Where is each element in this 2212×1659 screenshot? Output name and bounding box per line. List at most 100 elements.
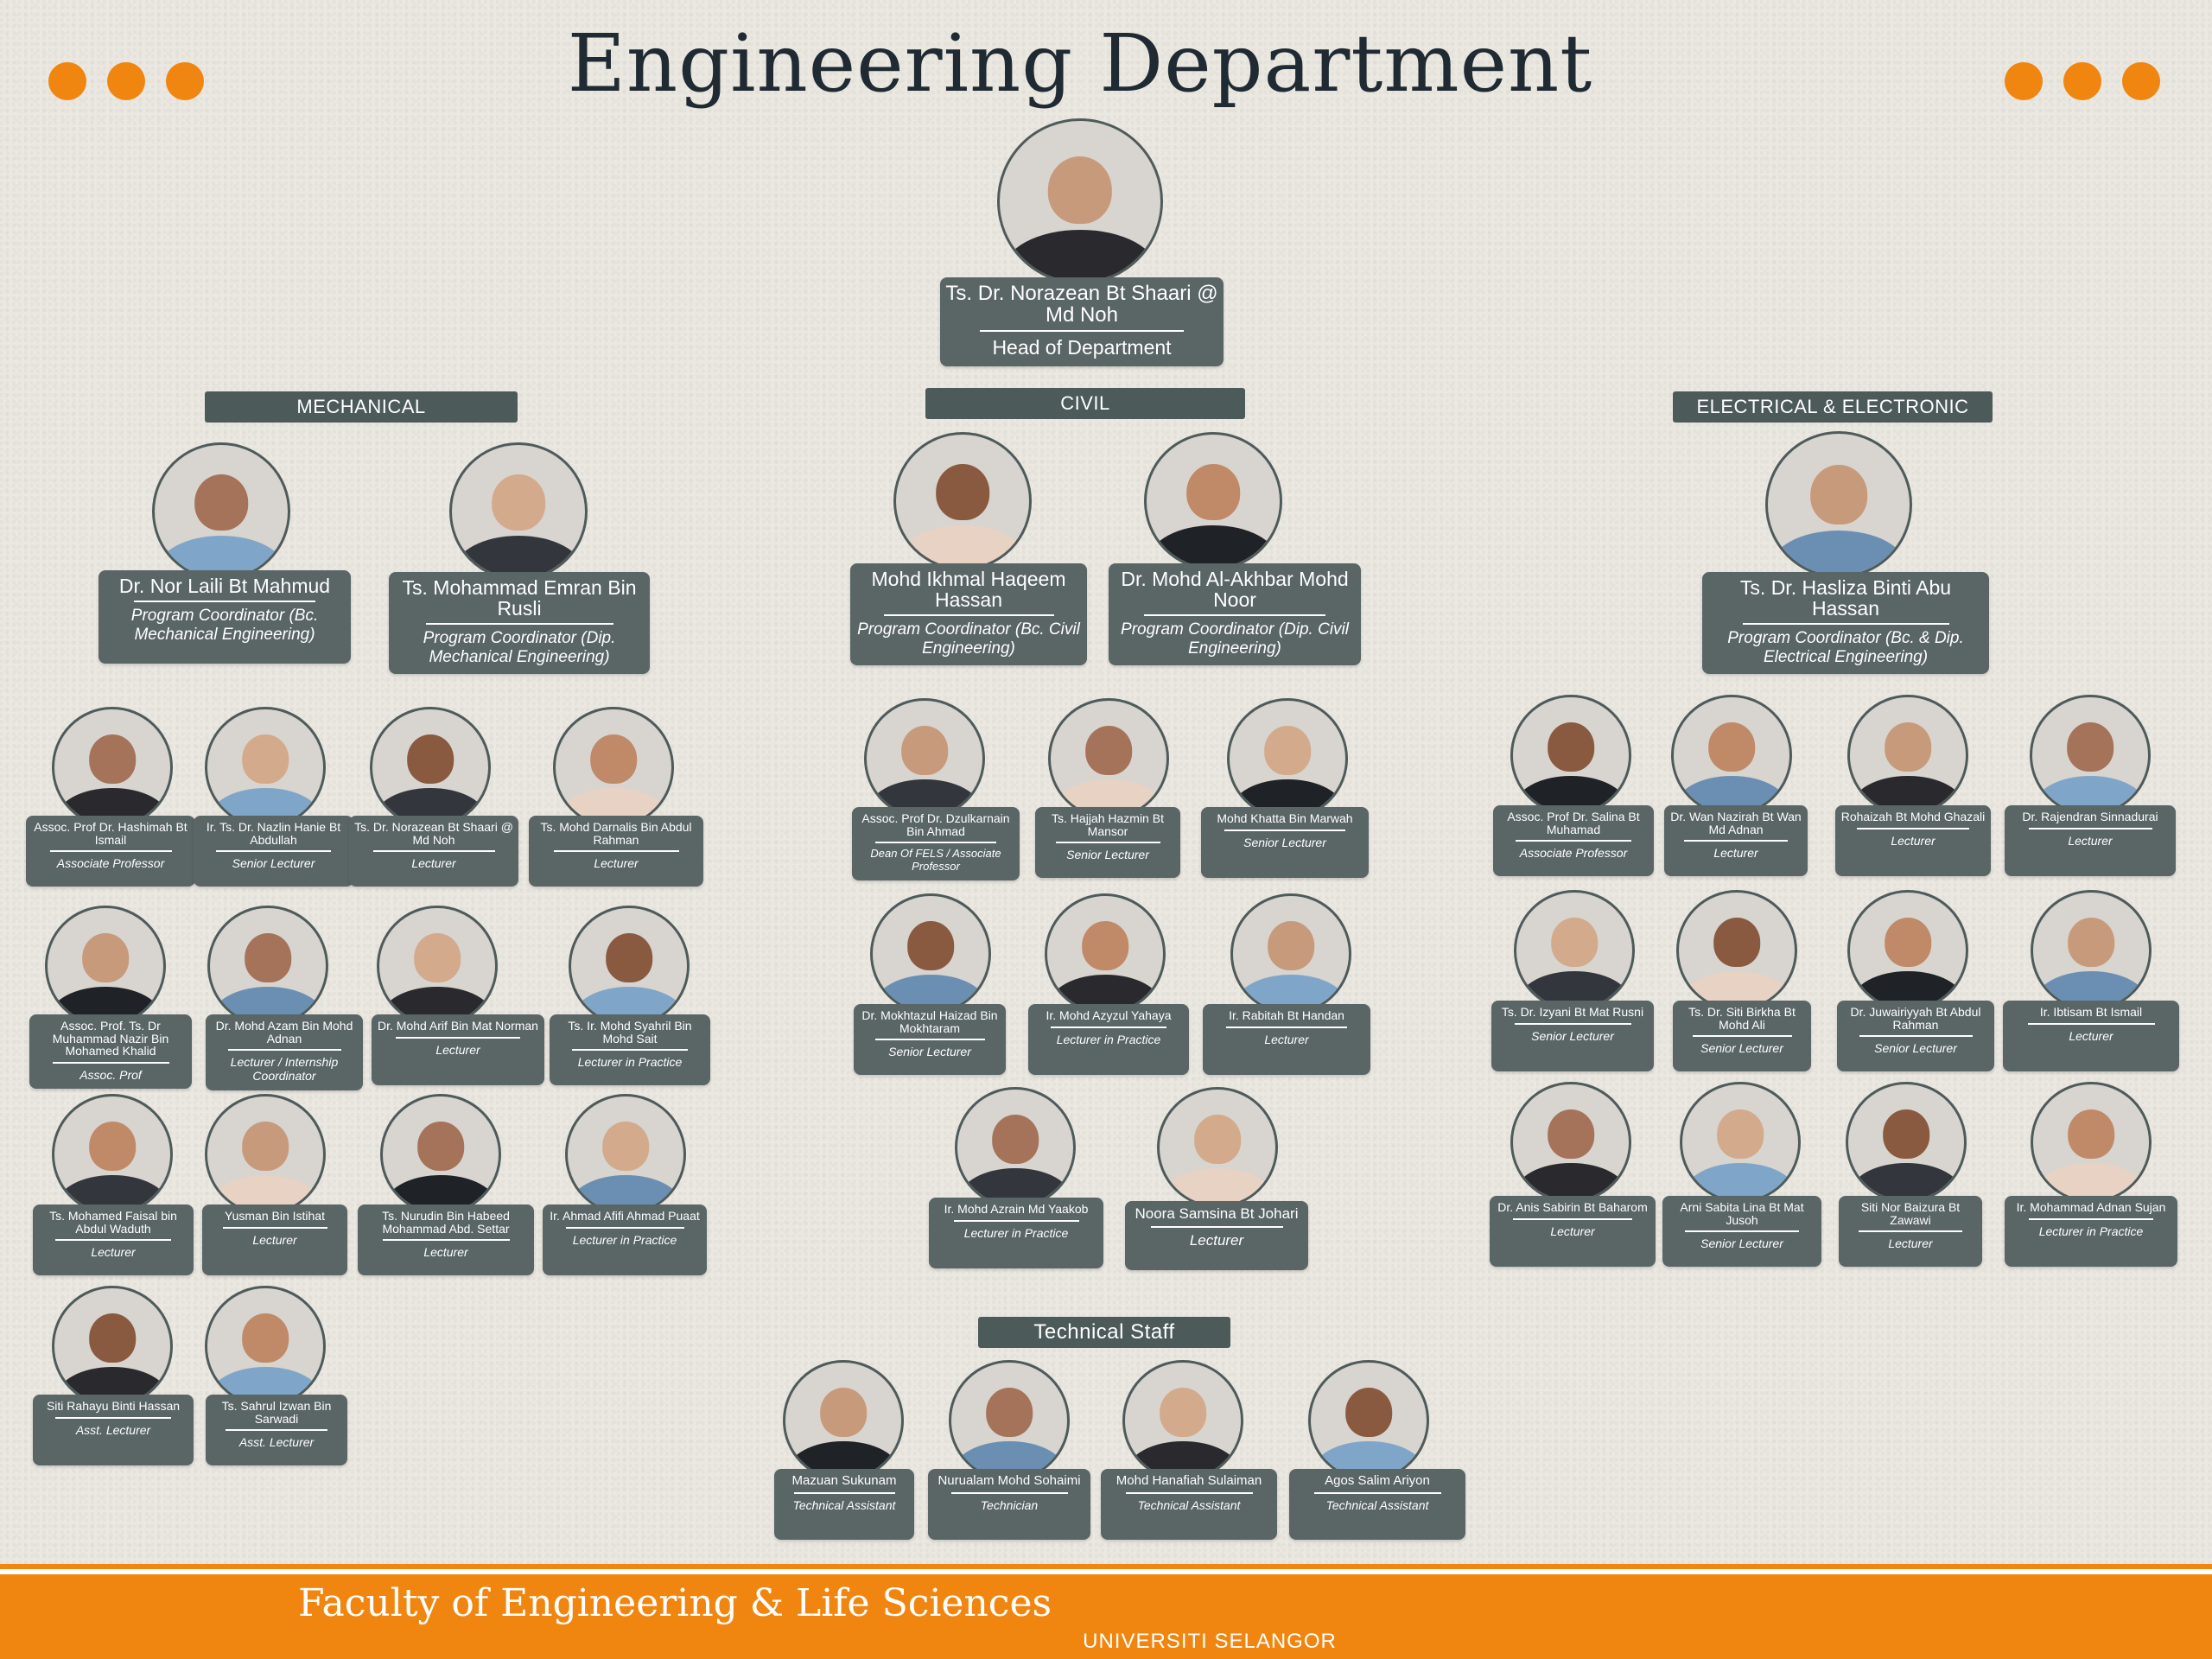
profile-photo	[870, 893, 991, 1014]
staff-role: Senior Lecturer	[1243, 835, 1326, 849]
profile-photo	[1765, 431, 1912, 578]
staff-role: Lecturer / Internship Coordinator	[230, 1055, 339, 1084]
person-silhouette-head	[1551, 918, 1598, 967]
person-silhouette-head	[417, 1122, 464, 1171]
profile-photo	[377, 906, 498, 1027]
person-silhouette-head	[82, 933, 129, 982]
staff-role: Associate Professor	[1519, 846, 1628, 861]
profile-photo	[2031, 890, 2152, 1011]
staff-role: Lecturer in Practice	[963, 1225, 1069, 1240]
name-underline	[875, 842, 996, 844]
person-silhouette-head	[1885, 722, 1931, 772]
name-underline	[1513, 1217, 1632, 1220]
page-title: Engineering Department	[567, 17, 1593, 110]
person-silhouette-head	[242, 734, 289, 784]
staff-name: Dr. Mohd Al-Akhbar Mohd Noor	[1121, 568, 1349, 612]
profile-photo	[1048, 698, 1169, 819]
staff-name: Siti Nor Baizura Bt Zawawi	[1860, 1200, 1961, 1227]
staff-name: Ts. Sahrul Izwan Bin Sarwadi	[221, 1399, 332, 1426]
staff-role: Lecturer in Practice	[572, 1232, 677, 1247]
name-underline	[1857, 827, 1969, 830]
dot-icon	[48, 62, 86, 100]
staff-role: Senior Lecturer	[888, 1045, 971, 1059]
staff-name: Yusman Bin Istihat	[225, 1209, 325, 1223]
staff-name: Dr. Nor Laili Bt Mahmud	[118, 575, 331, 597]
name-underline	[2029, 1217, 2153, 1220]
profile-photo	[1847, 890, 1968, 1011]
person-silhouette-head	[1047, 156, 1113, 225]
person-silhouette-head	[1085, 726, 1132, 775]
name-underline	[980, 330, 1184, 333]
person-silhouette-head	[1160, 1388, 1206, 1437]
person-silhouette-head	[1548, 722, 1594, 772]
name-underline	[1055, 842, 1160, 844]
name-underline	[1150, 1225, 1283, 1228]
name-underline	[572, 1049, 688, 1052]
person-silhouette-head	[1082, 921, 1128, 970]
profile-photo	[1308, 1360, 1429, 1481]
person-silhouette-head	[1810, 465, 1867, 524]
staff-name: Ts. Mohamed Faisal bin Abdul Waduth	[49, 1209, 177, 1236]
staff-role: Dean Of FELS / Associate Professor	[870, 847, 1001, 874]
profile-photo	[45, 906, 166, 1027]
person-silhouette-head	[1264, 726, 1311, 775]
person-silhouette-head	[1717, 1109, 1764, 1159]
staff-name: Siti Rahayu Binti Hassan	[46, 1399, 181, 1413]
profile-photo	[52, 1094, 173, 1215]
profile-photo	[2031, 1082, 2152, 1203]
name-underline	[425, 623, 613, 626]
staff-name: Ir. Mohd Azrain Md Yaakob	[944, 1202, 1089, 1216]
person-silhouette-head	[606, 933, 652, 982]
profile-photo	[205, 1286, 326, 1407]
person-silhouette-body	[1770, 530, 1907, 575]
person-silhouette-head	[2068, 918, 2114, 967]
staff-name: Dr. Anis Sabirin Bt Baharom	[1497, 1200, 1648, 1214]
person-silhouette-head	[901, 726, 948, 775]
name-underline	[1516, 840, 1631, 842]
person-silhouette-head	[602, 1122, 649, 1171]
name-underline	[134, 601, 315, 603]
name-underline	[52, 1062, 169, 1065]
staff-role: Program Coordinator (Dip. Civil Engineer…	[1121, 620, 1349, 658]
profile-photo	[997, 118, 1163, 284]
staff-role: Lecturer	[1189, 1231, 1244, 1249]
person-silhouette-body	[1002, 230, 1158, 282]
decorative-dots-right	[2005, 62, 2160, 100]
staff-role: Lecturer	[1264, 1032, 1309, 1046]
footer-stripe	[0, 1569, 2212, 1574]
name-underline	[55, 1416, 171, 1419]
staff-name: Rohaizah Bt Mohd Ghazali	[1840, 810, 1986, 823]
staff-name: Mohd Hanafiah Sulaiman	[1116, 1473, 1262, 1488]
staff-name: Dr. Mokhtazul Haizad Bin Mokhtaram	[861, 1008, 998, 1035]
person-silhouette-head	[992, 1115, 1039, 1164]
staff-role: Technical Assistant	[1137, 1497, 1241, 1512]
staff-name: Dr. Wan Nazirah Bt Wan Md Adnan	[1670, 810, 1802, 836]
name-underline	[1742, 623, 1949, 626]
section-header-technical: Technical Staff	[978, 1317, 1230, 1348]
profile-photo	[1671, 695, 1792, 816]
name-underline	[2027, 1022, 2155, 1025]
profile-photo	[205, 1094, 326, 1215]
staff-role: Lecturer	[1713, 846, 1758, 861]
staff-name: Ts. Dr. Norazean Bt Shaari @ Md Noh	[354, 820, 513, 847]
profile-photo	[1144, 432, 1282, 570]
name-underline	[396, 1036, 520, 1039]
staff-name: Ts. Nurudin Bin Habeed Mohammad Abd. Set…	[382, 1209, 510, 1236]
person-silhouette-head	[2068, 1109, 2114, 1159]
name-underline	[1859, 1035, 1973, 1038]
name-underline	[1051, 1026, 1166, 1028]
name-underline	[1144, 614, 1325, 617]
footer: Faculty of Engineering & Life Sciences U…	[0, 1564, 2212, 1659]
staff-name: Ts. Mohd Darnalis Bin Abdul Rahman	[540, 820, 692, 847]
profile-photo	[1230, 893, 1351, 1014]
